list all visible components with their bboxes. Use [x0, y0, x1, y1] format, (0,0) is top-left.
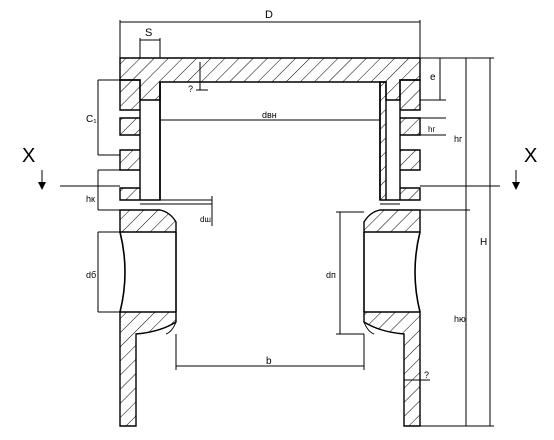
right-pin-bore — [414, 231, 421, 313]
right-boss-top — [363, 209, 421, 233]
label-c1: C₁ — [86, 114, 97, 125]
dimension-hr: hг — [420, 58, 470, 211]
piston-crown — [119, 57, 421, 101]
label-hr: hг — [454, 134, 463, 144]
dimension-c1: C₁ — [86, 79, 120, 156]
dimension-b: b — [175, 334, 365, 370]
angle-top: ? — [188, 62, 208, 94]
label-s: S — [145, 27, 152, 39]
section-marker-left: X — [22, 145, 46, 190]
label-b: b — [266, 356, 272, 367]
right-ring-land — [379, 79, 421, 201]
dimension-h: H — [420, 57, 494, 427]
dimension-dvn: dвн — [160, 110, 380, 121]
label-q2: ? — [424, 370, 429, 380]
dimension-dp: dп — [326, 211, 364, 335]
dimension-hg: hг — [420, 117, 446, 136]
section-marker-right: X — [512, 145, 537, 190]
dimension-e: e — [420, 57, 446, 101]
label-e: e — [430, 72, 436, 83]
label-x-left: X — [22, 145, 35, 167]
left-boss-top — [119, 209, 177, 233]
left-pin-bore — [119, 231, 126, 313]
left-skirt — [119, 311, 177, 427]
dimension-s: S — [139, 27, 161, 58]
label-dsh: dш — [200, 215, 211, 224]
label-hg: hг — [428, 125, 435, 134]
dimension-dsh: dш — [200, 196, 213, 226]
label-hk: hк — [86, 194, 95, 204]
label-d1: dб — [86, 270, 96, 280]
label-q1: ? — [188, 84, 193, 94]
label-h: H — [480, 237, 487, 248]
label-hyu: hю — [454, 314, 466, 324]
dimension-hk: hк — [86, 169, 120, 211]
label-d: D — [265, 9, 273, 21]
label-dp: dп — [326, 270, 336, 280]
dimension-d: D — [119, 9, 421, 58]
angle-bottom: ? — [404, 370, 430, 381]
label-x-right: X — [524, 145, 537, 167]
dimension-hyu: hю — [454, 210, 467, 426]
dimension-d1: dб — [86, 231, 120, 313]
right-skirt — [363, 311, 421, 427]
label-dvn: dвн — [262, 110, 277, 120]
